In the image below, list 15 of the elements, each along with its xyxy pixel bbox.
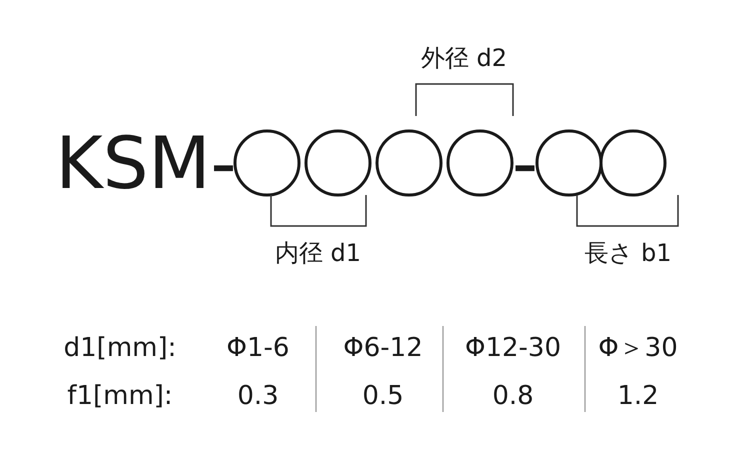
table-cell: 0.3 <box>237 383 279 409</box>
table-cell: 0.5 <box>362 383 404 409</box>
dimension-label: 内径 d1 <box>274 241 362 265</box>
table-cell: Φ12-30 <box>465 335 561 361</box>
table-cell: d1[mm]: <box>64 335 176 361</box>
part-code-text: KSM- <box>55 127 237 199</box>
dimension-label: 長さ b1 <box>584 241 672 265</box>
table-cell: f1[mm]: <box>67 383 173 409</box>
table-cell: Φ＞30 <box>598 335 678 361</box>
part-code-text: - <box>512 127 538 199</box>
table-cell: Φ6-12 <box>343 335 423 361</box>
table-cell: 1.2 <box>617 383 659 409</box>
dimension-label: 外径 d2 <box>420 46 508 70</box>
table-cell: Φ1-6 <box>226 335 290 361</box>
table-cell: 0.8 <box>492 383 534 409</box>
